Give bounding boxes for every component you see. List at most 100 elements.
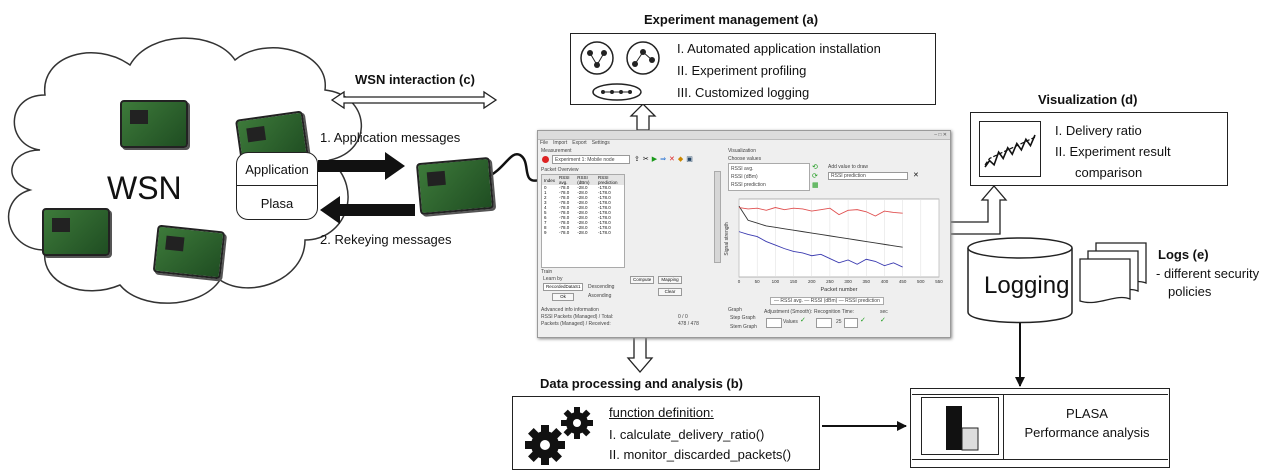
packet-table[interactable]: Index RSSI avg. RSSI (dBm) RSSI predicti… xyxy=(541,174,625,268)
forward-icon[interactable]: ⇒ xyxy=(660,156,667,163)
table-cell: -78.0 xyxy=(559,230,570,235)
value-list-item[interactable]: RSSI (dBm) xyxy=(731,174,758,180)
menu-item[interactable]: Settings xyxy=(591,140,610,146)
table-row[interactable]: 4-78.0-28.0-178.0 xyxy=(542,205,624,210)
gui-toolbar: ⇪ ✂ ▶ ⇒ ✕ ◆ ▣ xyxy=(634,155,693,163)
adjustment-label: Adjustment (Smooth): xyxy=(764,309,813,315)
experiment-select[interactable]: Experiment 1: Mobile node xyxy=(552,155,630,164)
table-cell: -178.0 xyxy=(597,195,611,200)
table-row[interactable]: 2-78.0-28.0-178.0 xyxy=(542,195,624,200)
x-tick-label: 150 xyxy=(790,279,798,284)
table-row[interactable]: 6-78.0-28.0-178.0 xyxy=(542,215,624,220)
table-row[interactable]: 7-78.0-28.0-178.0 xyxy=(542,220,624,225)
table-cell: -178.0 xyxy=(597,205,611,210)
series-line xyxy=(738,205,903,248)
thumbnail-series xyxy=(984,134,1036,168)
choose-values-label: Choose values xyxy=(728,156,762,162)
experiment-management-title: Experiment management (a) xyxy=(644,12,819,27)
x-tick-label: 400 xyxy=(881,279,889,284)
table-row[interactable]: 9-78.0-28.0-178.0 xyxy=(542,230,624,235)
visualization-item: II. Experiment result xyxy=(1055,144,1171,159)
x-tick-label: 0 xyxy=(738,279,741,284)
draw-icon[interactable]: ✕ xyxy=(913,172,919,179)
recognition-unit-input[interactable] xyxy=(844,318,858,328)
logs-documents xyxy=(1079,242,1147,304)
descending-radio[interactable]: Descending xyxy=(588,284,615,290)
table-row[interactable]: 3-78.0-28.0-178.0 xyxy=(542,200,624,205)
stack-plasa-layer: Plasa xyxy=(260,195,294,211)
tools-icon[interactable]: ✂ xyxy=(642,156,649,163)
upload-icon[interactable]: ⇪ xyxy=(634,156,640,163)
menu-item[interactable]: File xyxy=(540,140,549,146)
clear-icon[interactable]: ◆ xyxy=(677,156,684,163)
to-visualization-arrow xyxy=(949,185,1008,235)
experiment-gui-window: – □ ✕ File Import Export Settings Measur… xyxy=(537,130,951,338)
visualization-item: I. Delivery ratio xyxy=(1055,123,1142,138)
compute-button[interactable]: Compute xyxy=(630,276,654,284)
series-line xyxy=(738,231,903,268)
add-value-select[interactable]: RSSI prediction xyxy=(828,172,908,180)
logging-cylinder xyxy=(967,237,1073,324)
adjustment-input[interactable] xyxy=(766,318,782,328)
visualization-title: Visualization (d) xyxy=(1038,92,1138,107)
experiment-item: II. Experiment profiling xyxy=(677,63,807,78)
menu-item[interactable]: Export xyxy=(572,140,587,146)
status-value: 0 / 0 xyxy=(678,314,688,320)
table-cell: 4 xyxy=(544,205,547,210)
table-header: RSSI (dBm) xyxy=(577,175,590,185)
stop-icon[interactable]: ✕ xyxy=(669,156,675,163)
table-row[interactable]: 8-78.0-28.0-178.0 xyxy=(542,225,624,230)
plasa-bar-chart xyxy=(921,397,999,455)
table-cell: -78.0 xyxy=(559,210,570,215)
check-icon[interactable]: ✓ xyxy=(800,317,806,324)
table-row[interactable]: 0-78.0-28.0-178.0 xyxy=(542,185,624,190)
sensor-node xyxy=(120,100,188,148)
status-text: Advanced info information xyxy=(541,307,599,313)
value-list-item[interactable]: RSSI avg. xyxy=(731,166,754,172)
x-tick-label: 50 xyxy=(755,279,761,284)
mapping-button[interactable]: Mapping xyxy=(658,276,682,284)
table-cell: 2 xyxy=(544,195,547,200)
value-list[interactable]: RSSI avg. RSSI (dBm) RSSI prediction xyxy=(728,163,810,191)
table-row[interactable]: 1-78.0-28.0-178.0 xyxy=(542,190,624,195)
table-cell: -178.0 xyxy=(597,190,611,195)
application-messages-label: 1. Application messages xyxy=(320,130,461,145)
ok-button[interactable]: Ok xyxy=(552,293,574,301)
table-cell: -78.0 xyxy=(559,215,570,220)
value-list-item[interactable]: RSSI prediction xyxy=(731,182,766,188)
table-scrollbar[interactable] xyxy=(714,171,721,263)
status-value: 478 / 478 xyxy=(678,321,699,327)
table-cell: 1 xyxy=(544,190,547,195)
check-icon[interactable]: ✓ xyxy=(860,317,866,324)
measurement-label: Measurement xyxy=(541,148,572,154)
table-cell: -178.0 xyxy=(597,215,611,220)
ascending-radio[interactable]: Ascending xyxy=(588,293,612,299)
menu-item[interactable]: Import xyxy=(553,140,568,146)
step-graph-radio[interactable]: Step Graph xyxy=(730,315,756,321)
protocol-stack: Application Plasa xyxy=(236,152,318,220)
window-controls-icon[interactable]: – □ ✕ xyxy=(934,132,947,138)
stem-graph-radio[interactable]: Stem Graph xyxy=(730,324,757,330)
table-cell: -78.0 xyxy=(559,185,570,190)
record-icon[interactable] xyxy=(542,156,549,163)
table-cell: 9 xyxy=(544,230,547,235)
refresh-icon[interactable]: ⟲⟳▦ xyxy=(812,164,819,189)
learn-by-select[interactable]: RecordedDataS1 xyxy=(543,283,583,291)
plasa-box: PLASA Performance analysis xyxy=(910,388,1170,468)
to-data-processing-arrow xyxy=(626,335,654,373)
clear-button[interactable]: Clear xyxy=(658,288,682,296)
add-value-label: Add value to draw xyxy=(828,164,869,170)
sec-label: sec xyxy=(880,309,888,315)
experiment-item: I. Automated application installation xyxy=(677,41,881,56)
save-icon[interactable]: ▣ xyxy=(686,156,693,163)
check-icon[interactable]: ✓ xyxy=(880,317,886,324)
table-row[interactable]: 5-78.0-28.0-178.0 xyxy=(542,210,624,215)
recognition-time-input[interactable] xyxy=(816,318,832,328)
table-header: RSSI avg. xyxy=(559,175,570,185)
train-label: Train xyxy=(541,269,553,275)
play-icon[interactable]: ▶ xyxy=(651,156,658,163)
x-tick-label: 550 xyxy=(935,279,943,284)
gui-menubar: File Import Export Settings xyxy=(540,140,610,146)
table-cell: 0 xyxy=(544,185,547,190)
